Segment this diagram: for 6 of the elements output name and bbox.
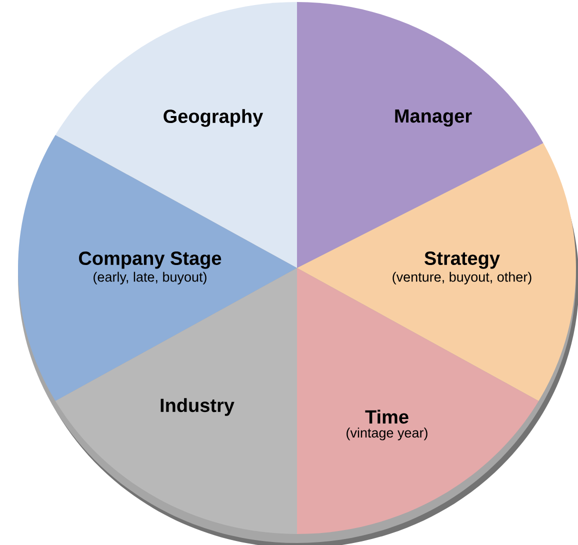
- slice-label: Company Stage (early, late, buyout): [79, 252, 222, 284]
- slice-label: Manager: [395, 109, 472, 127]
- slice-label: Industry: [160, 398, 234, 416]
- slice-label: Time (vintage year): [346, 410, 428, 440]
- slice-label: Strategy (venture, buyout, other): [392, 252, 532, 284]
- slice-label: Geography: [164, 109, 264, 127]
